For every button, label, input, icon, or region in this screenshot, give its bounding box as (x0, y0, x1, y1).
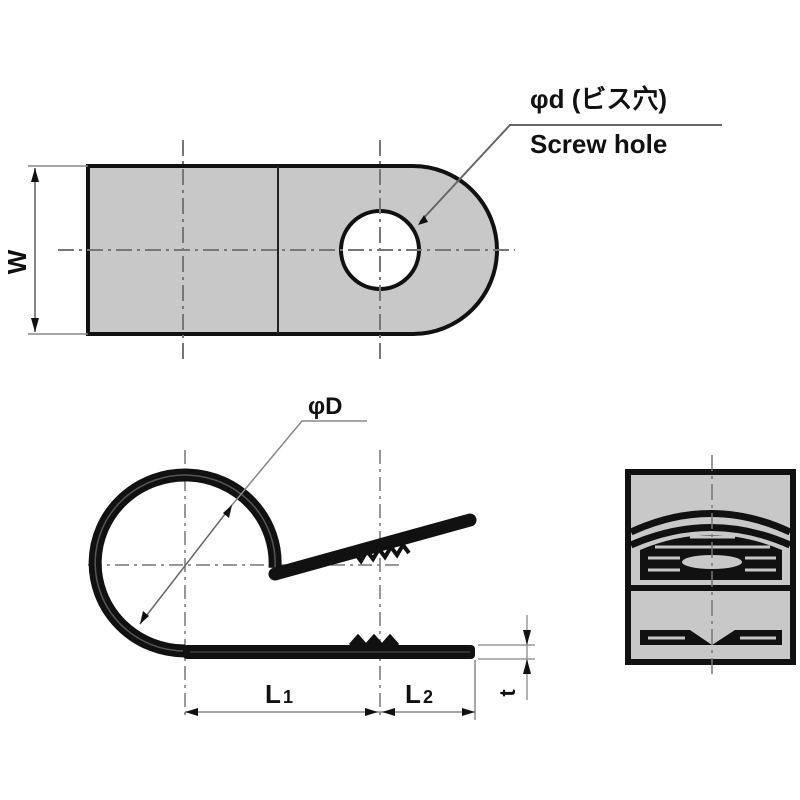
side-view: φD L 1 L 2 t (88, 393, 535, 720)
end-view (625, 455, 796, 678)
thickness-label: t (495, 689, 520, 697)
l2-subscript: 2 (423, 687, 433, 707)
l1-label: L (265, 679, 281, 709)
top-view: W φd (ビス穴) Screw hole (2, 84, 722, 360)
l2-label: L (405, 679, 421, 709)
width-label: W (2, 249, 32, 274)
diameter-label: φD (308, 393, 343, 420)
screw-hole-label-en: Screw hole (530, 129, 667, 159)
screw-hole-label-jp: φd (ビス穴) (530, 84, 667, 114)
l1-subscript: 1 (283, 687, 293, 707)
